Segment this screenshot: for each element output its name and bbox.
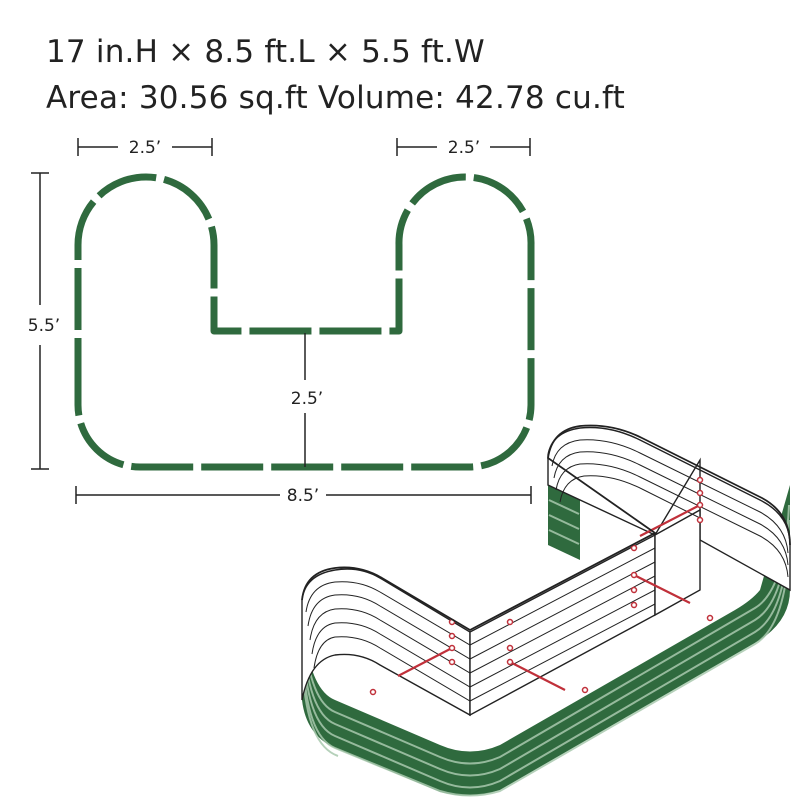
top-view-outline <box>74 173 535 471</box>
dim-length <box>75 486 532 504</box>
raised-bed-3d <box>301 424 791 797</box>
inner-walls <box>301 426 791 717</box>
dimensions-heading: 17 in.H × 8.5 ft.L × 5.5 ft.W <box>46 34 485 70</box>
inner-corrugation <box>305 439 789 702</box>
dim-height <box>31 172 49 470</box>
bolt-markers <box>369 476 714 696</box>
support-rods <box>397 504 701 691</box>
dim-top-right-label: 2.5’ <box>448 138 480 158</box>
dim-length-label: 8.5’ <box>287 486 319 506</box>
top-rim <box>301 424 791 632</box>
area-volume-heading: Area: 30.56 sq.ft Volume: 42.78 cu.ft <box>46 80 625 116</box>
dim-height-label: 5.5’ <box>28 316 60 336</box>
dim-top-left-label: 2.5’ <box>129 138 161 158</box>
dim-top-right <box>396 138 531 156</box>
dim-top-left <box>77 138 213 156</box>
dim-inner-label: 2.5’ <box>291 389 323 409</box>
